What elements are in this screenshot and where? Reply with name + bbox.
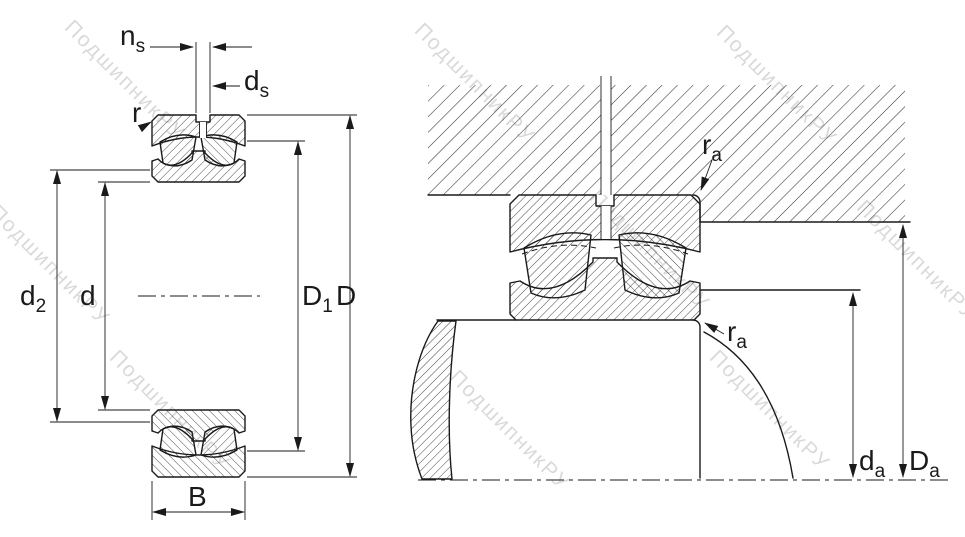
left-view-bearing-section: ns ds r d2 d: [20, 20, 357, 520]
dim-d: d: [80, 181, 150, 411]
leader-line: [700, 159, 713, 191]
housing-shoulder-fillet: [692, 194, 701, 223]
dim-label-ds: ds: [244, 65, 269, 102]
watermark-text: ПодшипникРУ: [445, 366, 574, 495]
dim-B: B: [151, 481, 246, 520]
housing-section: [428, 85, 905, 222]
dim-r: r: [132, 97, 152, 133]
dim-label-ra-bottom: ra: [727, 316, 747, 353]
dim-label-B: B: [188, 481, 207, 512]
dim-da: da: [849, 292, 886, 482]
dim-label-Da: Da: [909, 445, 940, 482]
dim-label-d: d: [80, 280, 96, 311]
dim-D: D: [247, 114, 357, 478]
housing-oil-hole: [601, 76, 611, 195]
dim-label-D1: D1: [302, 280, 333, 317]
right-view-mounting: ra ra da Da: [410, 76, 950, 482]
dim-d2: d2: [20, 169, 150, 423]
shaft-break-curve: [703, 331, 794, 479]
dim-label-d2: d2: [20, 280, 46, 317]
watermark-text: ПодшипникРУ: [705, 346, 834, 475]
inner-ring-section: [509, 257, 701, 321]
bearing-top-half: [151, 114, 246, 183]
dim-label-ns: ns: [120, 20, 145, 57]
bearing-bottom-half: [151, 409, 246, 478]
ring-oil-hole: [601, 206, 611, 239]
dim-label-D: D: [336, 280, 356, 311]
dim-label-da: da: [859, 445, 886, 482]
shaft-break-section: [410, 320, 457, 480]
rollers-inner-ring: [151, 134, 246, 183]
dim-label-ra-top: ra: [702, 129, 722, 166]
leader-line: [704, 322, 725, 335]
shaft-shoulder-face: [692, 319, 701, 479]
dim-label-r: r: [132, 97, 141, 128]
dim-ds: ds: [212, 65, 269, 102]
lubrication-hole: [199, 122, 207, 138]
leader-line: [137, 121, 152, 133]
dim-D1: D1: [247, 140, 333, 452]
dim-ns: ns: [120, 20, 252, 113]
dim-Da: Da: [899, 224, 940, 482]
dim-ra-bottom: ra: [704, 316, 747, 353]
dim-ra-top: ra: [700, 129, 722, 191]
